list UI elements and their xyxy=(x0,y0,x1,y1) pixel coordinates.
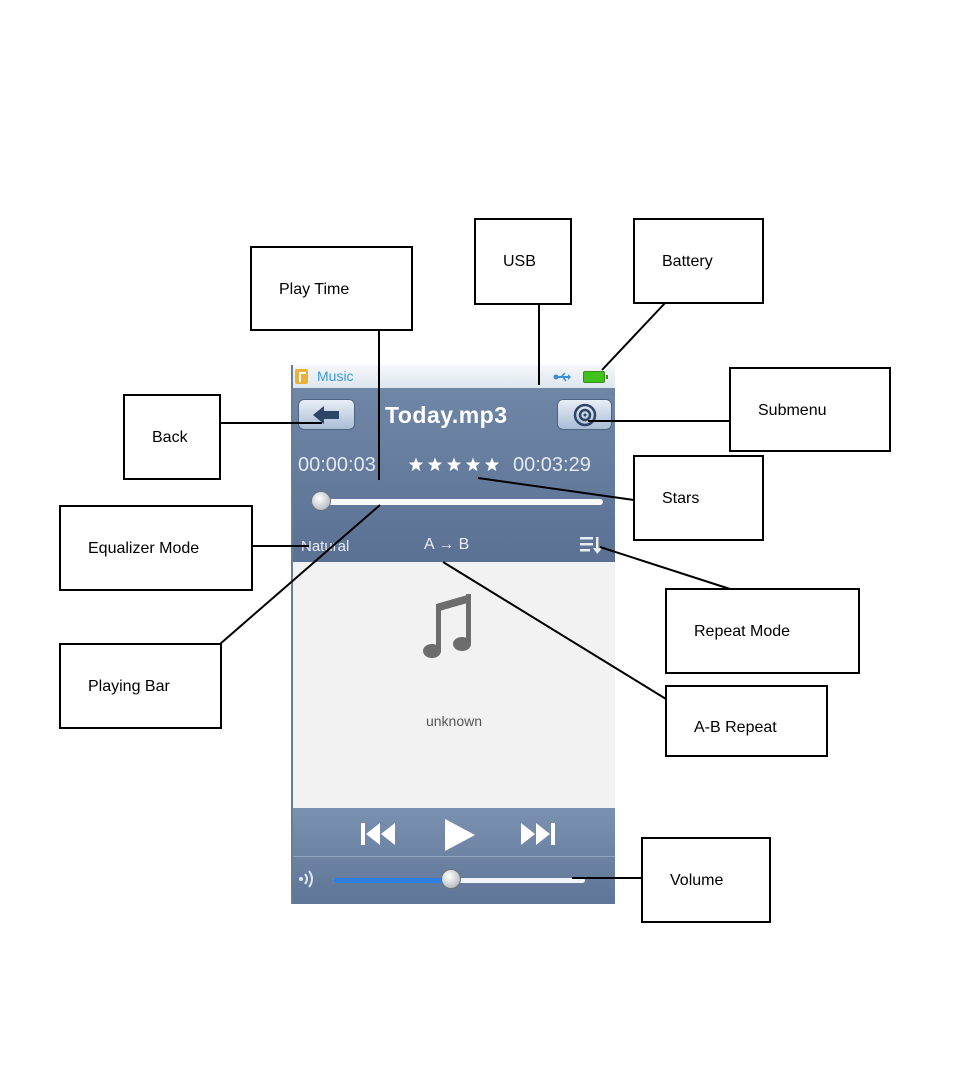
submenu-icon xyxy=(573,403,597,427)
submenu-button[interactable] xyxy=(557,399,612,430)
repeat-mode-icon[interactable] xyxy=(579,534,605,556)
callout-playing-bar: Playing Bar xyxy=(59,643,222,729)
battery-icon xyxy=(583,371,608,383)
next-track-icon[interactable] xyxy=(518,822,556,846)
playback-controls xyxy=(293,808,615,904)
callout-usb-label: USB xyxy=(503,253,536,270)
callout-battery: Battery xyxy=(633,218,764,304)
leader-playing-bar xyxy=(219,504,381,645)
star-icon[interactable] xyxy=(484,457,500,472)
callout-equalizer-mode-label: Equalizer Mode xyxy=(88,540,200,557)
back-button[interactable] xyxy=(298,399,355,430)
rating-stars[interactable] xyxy=(408,457,504,473)
playing-bar[interactable] xyxy=(311,499,603,505)
star-icon[interactable] xyxy=(465,457,481,472)
leader-stars xyxy=(477,477,635,501)
callout-volume: Volume xyxy=(641,837,771,923)
total-time: 00:03:29 xyxy=(513,454,591,476)
controls-divider xyxy=(293,856,615,857)
callout-play-time: Play Time xyxy=(250,246,413,331)
star-icon[interactable] xyxy=(446,457,462,472)
previous-track-icon[interactable] xyxy=(361,822,399,846)
callout-playing-bar-label: Playing Bar xyxy=(88,678,170,695)
callout-battery-label: Battery xyxy=(662,253,713,270)
callout-submenu-label: Submenu xyxy=(758,402,827,419)
callout-submenu: Submenu xyxy=(729,367,891,452)
leader-battery xyxy=(601,301,667,371)
volume-icon xyxy=(299,870,313,888)
callout-ab-repeat-label: A-B Repeat xyxy=(694,719,777,736)
playing-bar-knob[interactable] xyxy=(310,491,331,511)
usb-icon xyxy=(553,372,571,382)
star-icon[interactable] xyxy=(427,457,443,472)
star-icon[interactable] xyxy=(408,457,424,472)
callout-stars-label: Stars xyxy=(662,490,700,507)
callout-back: Back xyxy=(123,394,221,480)
callout-play-time-label: Play Time xyxy=(279,281,350,298)
callout-repeat-mode-label: Repeat Mode xyxy=(694,623,791,640)
artist-name: unknown xyxy=(425,713,483,729)
song-title: Today.mp3 xyxy=(385,402,508,428)
volume-knob[interactable] xyxy=(441,869,462,889)
callout-repeat-mode: Repeat Mode xyxy=(665,588,860,674)
callout-volume-label: Volume xyxy=(670,872,724,889)
ab-repeat[interactable]: A → B xyxy=(424,536,470,553)
callout-usb: USB xyxy=(474,218,572,305)
leader-ab-repeat xyxy=(442,561,667,700)
status-bar: Music xyxy=(293,365,615,388)
app-title: Music xyxy=(317,368,354,384)
callout-back-label: Back xyxy=(152,429,188,446)
music-app-icon xyxy=(295,369,308,384)
callout-stars: Stars xyxy=(633,455,764,541)
music-note-icon xyxy=(423,594,471,658)
back-arrow-icon xyxy=(313,406,339,424)
callout-equalizer-mode: Equalizer Mode xyxy=(59,505,253,591)
leader-repeat-mode xyxy=(599,546,731,590)
elapsed-time: 00:00:03 xyxy=(298,454,376,476)
play-icon[interactable] xyxy=(443,818,477,852)
volume-level-fill xyxy=(333,878,452,883)
callout-ab-repeat: A-B Repeat xyxy=(665,685,828,757)
